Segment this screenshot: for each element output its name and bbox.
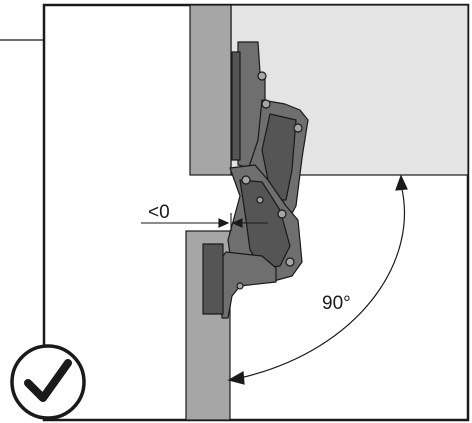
angle-arc	[227, 174, 408, 385]
checkmark-circle-icon	[10, 344, 86, 420]
pivot-7	[256, 196, 264, 204]
upper-panel	[189, 4, 232, 176]
pivot-2	[261, 99, 271, 109]
hinge-plate-inner	[231, 51, 241, 161]
pivot-1	[257, 71, 267, 81]
hinge-link	[239, 179, 291, 269]
pivot-5	[277, 209, 287, 219]
angle-label: 90°	[322, 293, 351, 314]
gap-dimension	[141, 213, 268, 231]
pivot-6	[285, 257, 295, 267]
pivot-4	[241, 175, 251, 185]
pivot-8	[236, 282, 244, 290]
gap-label: <0	[148, 202, 170, 223]
hinge-cup-plate	[202, 243, 224, 315]
pivot-3	[293, 123, 303, 133]
